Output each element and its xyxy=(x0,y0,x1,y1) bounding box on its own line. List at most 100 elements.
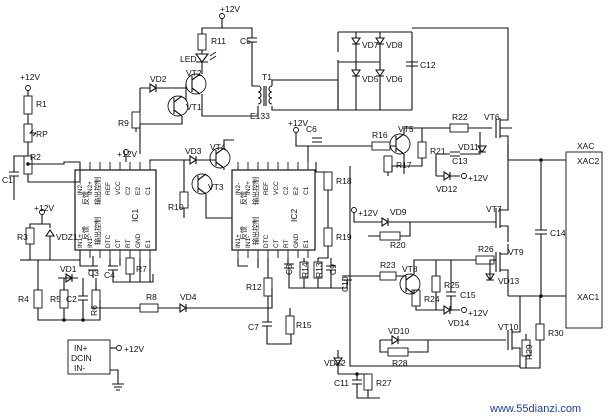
resistor-r18 xyxy=(323,171,333,191)
label-c11: C11 xyxy=(334,378,349,388)
label-vd2: VD2 xyxy=(150,74,167,84)
supply-terminal-1 xyxy=(25,85,31,91)
mosfet-vt9 xyxy=(495,244,509,296)
transistor-vt3 xyxy=(191,173,213,195)
led xyxy=(194,53,210,63)
svg-text:VCC: VCC xyxy=(115,181,122,195)
ic2-inner-text-1: 反馈 xyxy=(239,191,248,205)
label-r23: R23 xyxy=(380,260,396,270)
mosfet-vt10 xyxy=(507,296,521,368)
label-12v-ic2: +12V xyxy=(288,118,308,128)
svg-text:IN1+: IN1+ xyxy=(77,234,84,248)
ic2-inner-text-2: 输出控制 xyxy=(251,177,260,205)
diode-vd4 xyxy=(158,302,200,314)
diode-vd3 xyxy=(182,154,216,166)
resistor-r27 xyxy=(363,373,373,391)
label-vd6: VD6 xyxy=(386,74,403,84)
svg-text:REF: REF xyxy=(105,182,112,195)
ic2-body xyxy=(231,169,316,251)
label-12v-mid: +12V xyxy=(358,208,378,218)
label-in-minus: IN- xyxy=(74,363,86,373)
label-vt2: VT2 xyxy=(186,68,202,78)
label-xac1: XAC1 xyxy=(577,292,599,302)
resistor-r28 xyxy=(387,347,409,357)
svg-text:C1: C1 xyxy=(303,186,310,195)
zener-vdz1 xyxy=(44,229,56,237)
svg-text:IN2-: IN2- xyxy=(77,183,84,195)
svg-text:IN2+: IN2+ xyxy=(87,181,94,195)
label-vd11: VD11 xyxy=(458,142,479,152)
label-vt3: VT3 xyxy=(208,182,224,192)
label-c1: C1 xyxy=(2,175,13,185)
resistor-r22 xyxy=(449,123,469,133)
resistor-r30 xyxy=(535,323,545,341)
ic1-top-pins: IN2- IN2+ REF VCC C2 E2 C1 xyxy=(77,181,152,195)
capacitor-c12 xyxy=(406,61,418,67)
diode-vd1 xyxy=(58,272,78,284)
label-vt9: VT9 xyxy=(508,247,524,257)
svg-text:C2: C2 xyxy=(283,186,290,195)
label-r3: R3 xyxy=(17,232,28,242)
transformer-primary xyxy=(257,85,262,105)
label-vd4: VD4 xyxy=(180,292,197,302)
label-r26: R26 xyxy=(478,244,494,254)
label-12v-dcin: +12V xyxy=(124,344,144,354)
svg-text:E2: E2 xyxy=(293,187,300,195)
label-r25: R25 xyxy=(444,280,460,290)
label-r5: R5 xyxy=(50,294,61,304)
resistor-r21 xyxy=(417,141,427,159)
label-r28: R28 xyxy=(392,358,408,368)
svg-text:E1: E1 xyxy=(303,240,310,248)
label-vt4: VT4 xyxy=(210,142,226,152)
mosfet-vt6 xyxy=(495,112,512,144)
label-rp: RP xyxy=(36,129,48,139)
label-r10: R10 xyxy=(168,202,184,212)
label-vd3: VD3 xyxy=(185,146,202,156)
svg-text:RT: RT xyxy=(125,239,132,248)
svg-text:C1: C1 xyxy=(145,186,152,195)
svg-text:E2: E2 xyxy=(135,187,142,195)
label-c10: C10 xyxy=(340,276,350,292)
transistor-vt4 xyxy=(209,147,231,169)
label-vt1: VT1 xyxy=(186,102,202,112)
resistor-r25 xyxy=(431,275,441,293)
svg-text:E1: E1 xyxy=(145,240,152,248)
capacitor-c14 xyxy=(535,229,547,235)
label-r7: R7 xyxy=(136,264,147,274)
label-12v-top: +12V xyxy=(220,4,240,14)
label-12v-left: +12V xyxy=(20,72,40,82)
zener-vd11 xyxy=(476,145,488,153)
label-r17: R17 xyxy=(396,160,412,170)
label-r15: R15 xyxy=(296,320,312,330)
ic2-label: IC2 xyxy=(289,209,299,223)
label-r12: R12 xyxy=(246,282,262,292)
label-vd13: VD13 xyxy=(498,276,520,286)
label-r16: R16 xyxy=(372,130,388,140)
label-vt8: VT8 xyxy=(402,264,418,274)
svg-text:IN1+: IN1+ xyxy=(235,234,242,248)
footer-watermark: www.55dianzi.com xyxy=(489,403,581,415)
label-c9: C9 xyxy=(328,264,338,275)
transistor-vt5 xyxy=(389,133,411,155)
svg-text:CT: CT xyxy=(273,239,280,248)
resistor-r1 xyxy=(23,95,33,115)
label-vd7: VD7 xyxy=(362,40,379,50)
svg-text:REF: REF xyxy=(263,182,270,195)
ic1-label: IC1 xyxy=(130,209,140,223)
resistor-r16 xyxy=(371,141,391,151)
svg-text:C2: C2 xyxy=(125,186,132,195)
ic1-bottom-pins: IN1+ IN1- DTC CT RT GND E1 xyxy=(77,233,152,248)
label-12v-vd12: +12V xyxy=(468,173,488,183)
label-e133: E133 xyxy=(250,111,270,121)
capacitor-c15 xyxy=(446,291,456,297)
output-connector-xac xyxy=(565,151,603,329)
label-vd14: VD14 xyxy=(448,318,470,328)
label-c3: C3 xyxy=(88,268,99,278)
mosfet-vt7 xyxy=(495,160,509,234)
label-vd5: VD5 xyxy=(362,74,379,84)
label-c7: C7 xyxy=(248,322,259,332)
label-r4: R4 xyxy=(18,294,29,304)
label-r29: R29 xyxy=(524,344,534,360)
label-xac: XAC xyxy=(577,141,594,151)
